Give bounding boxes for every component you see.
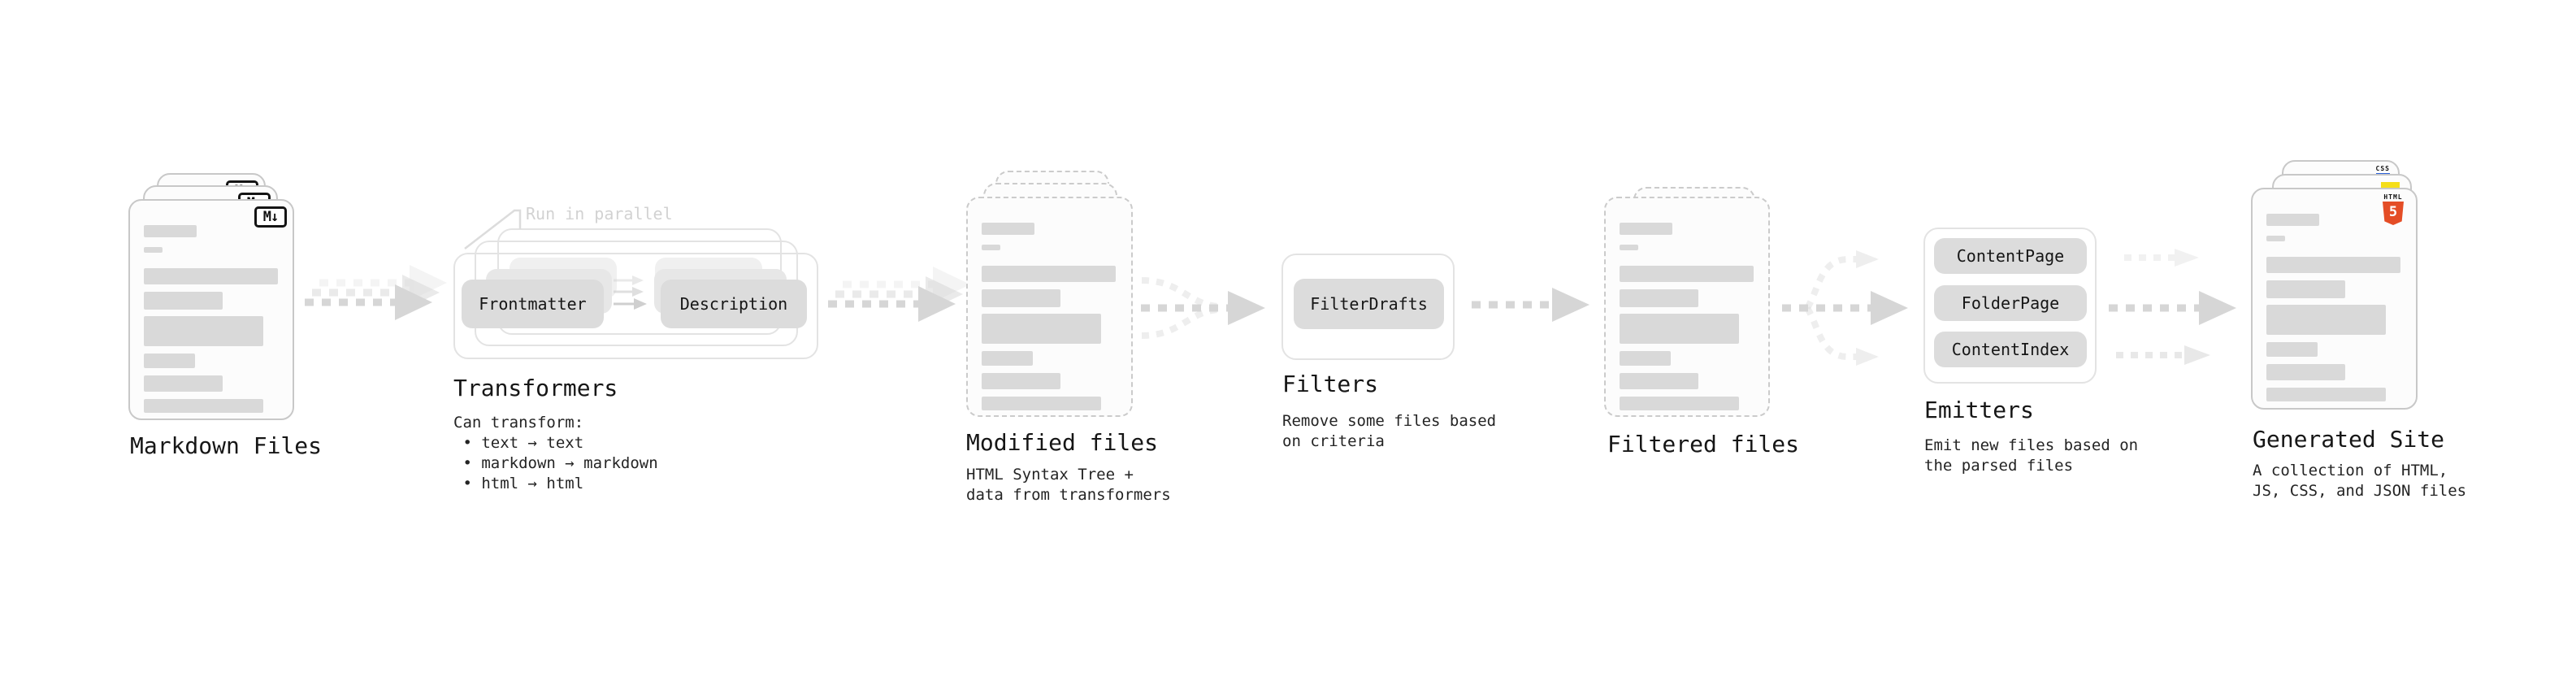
- transformer-node-frontmatter: Frontmatter: [462, 280, 604, 328]
- emitters-frame: [1923, 228, 2097, 384]
- flow-arrow-filtered-to-emitters: [1782, 250, 1908, 366]
- text-placeholder-bar: [1620, 223, 1672, 235]
- emitter-node-contentpage: ContentPage: [1934, 238, 2087, 274]
- text-placeholder-bar: [2266, 257, 2400, 273]
- flow-arrow-transformers-to-modified: [828, 267, 970, 322]
- text-placeholder-bar: [982, 373, 1060, 389]
- text-placeholder-bar: [2266, 214, 2319, 226]
- text-placeholder-bar: [2266, 342, 2318, 357]
- text-placeholder-bar: [2266, 236, 2285, 241]
- site-file-card-html: HTML 5: [2251, 188, 2418, 410]
- text-placeholder-bar: [1620, 289, 1698, 307]
- emitter-node-contentindex: ContentIndex: [1934, 332, 2087, 367]
- flow-arrow-modified-to-filters: [1141, 277, 1265, 339]
- text-placeholder-bar: [144, 225, 197, 237]
- text-placeholder-bar: [144, 268, 278, 284]
- text-placeholder-bar: [1620, 351, 1671, 366]
- emitters-caption: Emit new files based on the parsed files: [1924, 436, 2139, 475]
- text-placeholder-bar: [144, 292, 223, 310]
- text-placeholder-bar: [982, 223, 1034, 235]
- text-placeholder-bar: [1620, 245, 1638, 250]
- text-placeholder-bar: [2266, 364, 2345, 380]
- text-placeholder-bar: [982, 266, 1116, 282]
- text-placeholder-bar: [982, 397, 1101, 410]
- text-placeholder-bar: [1620, 397, 1739, 410]
- flow-arrow-filters-to-filtered: [1472, 288, 1589, 322]
- stage-title-filtered-files: Filtered files: [1607, 431, 1800, 458]
- text-placeholder-bar: [982, 245, 1000, 250]
- text-placeholder-bar: [2266, 388, 2386, 401]
- generated-site-caption: A collection of HTML, JS, CSS, and JSON …: [2253, 462, 2467, 500]
- text-placeholder-bar: [1620, 266, 1754, 282]
- text-placeholder-bar: [144, 316, 263, 346]
- annotation-leader-line: [464, 209, 522, 249]
- transformers-caption: Can transform: • text → text • markdown …: [453, 414, 658, 492]
- flow-arrow-files-to-transformers: [305, 265, 447, 320]
- text-placeholder-bar: [144, 247, 163, 253]
- text-placeholder-bar: [982, 351, 1033, 366]
- text-placeholder-bar: [144, 375, 223, 392]
- filters-frame: [1281, 254, 1455, 360]
- text-placeholder-bar: [2266, 305, 2386, 335]
- stage-title-transformers: Transformers: [453, 375, 618, 401]
- html5-icon: HTML 5: [2375, 193, 2411, 225]
- run-in-parallel-label: Run in parallel: [526, 204, 673, 223]
- text-placeholder-bar: [982, 289, 1060, 307]
- stage-title-generated-site: Generated Site: [2253, 426, 2445, 453]
- emitter-node-folderpage: FolderPage: [1934, 285, 2087, 321]
- filters-caption: Remove some files based on criteria: [1282, 412, 1497, 450]
- markdown-icon: M↓: [254, 206, 287, 228]
- stage-title-filters: Filters: [1282, 371, 1379, 397]
- text-placeholder-bar: [144, 399, 263, 413]
- text-placeholder-bar: [1620, 373, 1698, 389]
- text-placeholder-bar: [2266, 280, 2345, 298]
- modified-files-caption: HTML Syntax Tree + data from transformer…: [966, 466, 1171, 504]
- stage-title-emitters: Emitters: [1924, 397, 2034, 423]
- filter-node-filterdrafts: FilterDrafts: [1294, 279, 1444, 329]
- filtered-file-card-front: [1604, 197, 1770, 417]
- transformer-frame-front: [453, 253, 818, 359]
- stage-title-modified-files: Modified files: [966, 429, 1159, 456]
- markdown-file-card-front: M↓: [128, 199, 294, 420]
- text-placeholder-bar: [144, 354, 195, 368]
- text-placeholder-bar: [982, 314, 1101, 344]
- modified-file-card-front: [966, 197, 1133, 417]
- html5-shield-icon: 5: [2383, 202, 2404, 225]
- text-placeholder-bar: [1620, 314, 1739, 344]
- stage-title-markdown-files: Markdown Files: [130, 432, 323, 459]
- parallel-run-arrows: [614, 275, 647, 310]
- flow-arrow-emitters-to-site: [2109, 249, 2236, 365]
- transformer-node-description: Description: [661, 280, 807, 328]
